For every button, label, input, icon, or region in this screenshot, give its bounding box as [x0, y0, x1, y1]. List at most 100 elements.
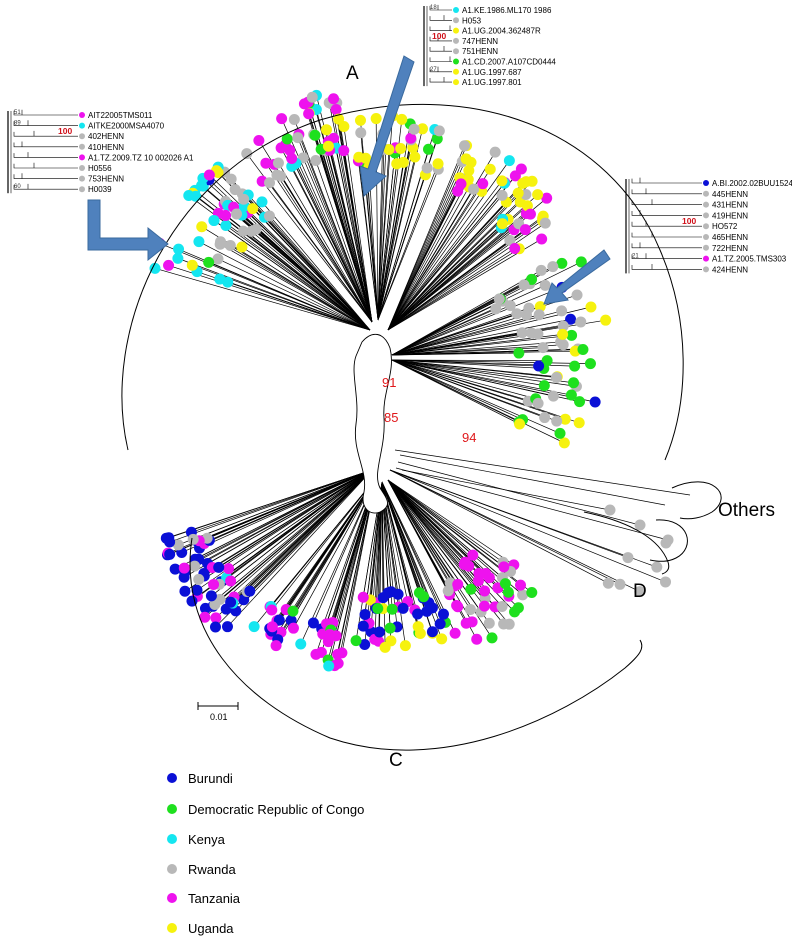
tree-branch: [241, 246, 371, 331]
bootstrap-91: 91: [382, 375, 396, 390]
tree-branch: [387, 479, 465, 565]
tree-branch: [387, 195, 503, 331]
clade-a-bracket: [121, 103, 684, 461]
legend-label: Tanzania: [188, 891, 241, 906]
leaf-dot: [237, 225, 249, 237]
tree-branch: [399, 454, 666, 506]
tree-branch: [387, 160, 510, 331]
leaf-dot: [452, 578, 464, 590]
inset-dot: [703, 255, 709, 262]
tree-branch: [294, 119, 373, 323]
leaf-dot: [270, 640, 282, 652]
clade-label-d: D: [633, 581, 647, 602]
arrow-right: [543, 249, 611, 305]
leaf-dot: [526, 273, 538, 285]
tree-branch: [219, 243, 371, 331]
leaf-dot: [577, 343, 589, 355]
tree-branch: [219, 469, 373, 585]
leaf-dot: [556, 257, 568, 269]
tree-branch: [391, 359, 539, 404]
tree-branch: [387, 186, 470, 331]
leaf-dot: [287, 605, 299, 617]
leaf-dot: [164, 536, 176, 548]
leaf-dot: [405, 132, 417, 144]
tree-branch: [391, 359, 539, 367]
leaf-dot: [360, 152, 372, 164]
leaf-dot: [397, 156, 409, 168]
leaf-dot: [524, 208, 536, 220]
leaf-dot: [458, 140, 470, 152]
leaf-dot: [199, 602, 211, 614]
tree-branch: [387, 161, 463, 331]
inset-dot: [453, 7, 459, 13]
leaf-dot: [281, 133, 293, 145]
tree-branch: [391, 359, 591, 364]
leaf-dot: [455, 178, 467, 190]
leaf-dot: [306, 91, 318, 103]
leaf-dot: [244, 585, 256, 597]
leaf-dot: [556, 305, 568, 317]
leaf-dot: [266, 604, 278, 616]
leaf-dot: [486, 632, 498, 644]
inset-taxon-label: H0039: [88, 185, 112, 194]
tree-branch: [387, 479, 505, 568]
tree-branch: [381, 481, 446, 623]
leaf-dot: [634, 519, 646, 531]
leaf-dot: [357, 620, 369, 632]
inset-dot: [703, 180, 709, 186]
leaf-dot: [464, 603, 476, 615]
tree-branch: [377, 147, 396, 321]
leaf-dot: [149, 262, 161, 274]
leaf-dot: [520, 176, 532, 188]
others-bracket-upper: [671, 481, 722, 520]
leaf-dot: [496, 600, 508, 612]
tree-branch: [387, 213, 531, 331]
leaf-dot: [537, 342, 549, 354]
leaf-dot: [214, 273, 226, 285]
tree-branch: [228, 469, 373, 569]
leaf-dot: [196, 221, 208, 233]
legend-label: Democratic Republic of Congo: [188, 802, 364, 817]
leaf-dot: [248, 621, 260, 633]
leaf-dot: [169, 563, 181, 575]
legend-swatch: [167, 893, 177, 903]
others-label: Others: [718, 500, 775, 521]
leaf-dot: [483, 572, 495, 584]
tree-branch: [280, 176, 373, 323]
leaf-dot: [483, 617, 495, 629]
legend-label: Burundi: [188, 771, 233, 786]
tree-branch: [213, 220, 371, 331]
tree-branch: [387, 479, 506, 584]
arrow-top: [359, 55, 415, 198]
leaf-dot: [210, 612, 222, 624]
leaf-dot: [199, 611, 211, 623]
tree-branch: [391, 359, 565, 444]
tree-branch: [387, 151, 496, 331]
leaf-dot: [223, 563, 235, 575]
tree-branch: [387, 479, 514, 566]
leaf-dot: [496, 175, 508, 187]
leaf-dot: [533, 360, 545, 372]
leaf-dot: [521, 200, 533, 212]
tree-branch: [261, 180, 373, 323]
inset-support-value: 51: [14, 110, 21, 116]
tree-branch: [381, 481, 420, 593]
leaf-dot: [449, 627, 461, 639]
tree-branch: [194, 469, 373, 567]
leaf-dot: [214, 593, 226, 605]
leaf-dot: [385, 586, 397, 598]
legend-swatch: [167, 773, 177, 783]
tree-branch: [168, 265, 371, 331]
leaf-dot: [408, 123, 420, 135]
inset-dot: [79, 175, 85, 182]
leaf-dot: [236, 241, 248, 253]
scale-bar-label: 0.01: [210, 712, 228, 722]
tree-branch: [387, 479, 490, 578]
tree-branch: [391, 319, 606, 356]
inset-taxon-label: 753HENN: [88, 175, 124, 184]
leaf-dot: [213, 561, 225, 573]
tree-branch: [391, 305, 511, 356]
inset-support-value: 21: [632, 254, 639, 260]
leaf-dot: [499, 578, 511, 590]
